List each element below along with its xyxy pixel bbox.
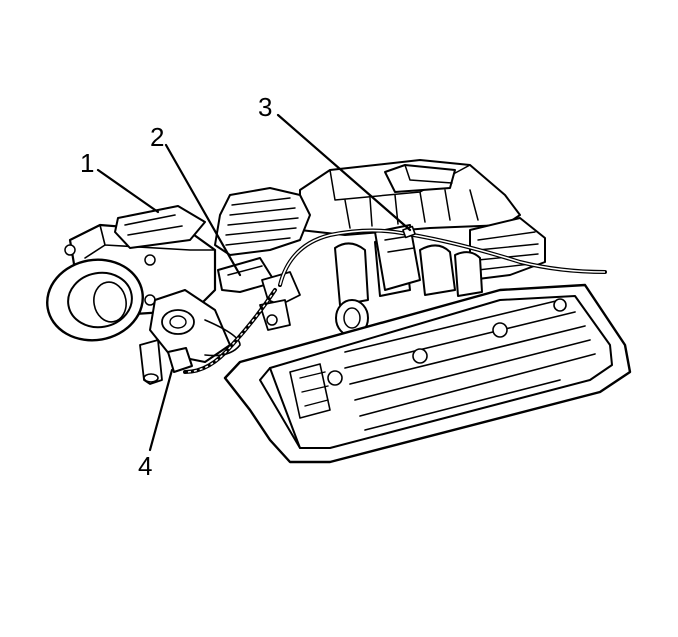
throttle-body: [46, 205, 301, 385]
intake-manifold: [214, 159, 546, 337]
callout-2: 2: [150, 122, 164, 152]
leader-line-2: [164, 143, 242, 277]
wiring-harness: [183, 225, 607, 374]
callouts: 1 2 3 4: [80, 92, 272, 481]
leader-line-3: [276, 113, 412, 232]
leader-lines: [96, 113, 412, 452]
leader-line-1: [96, 168, 160, 214]
leader-line-4: [148, 368, 174, 452]
callout-3: 3: [258, 92, 272, 122]
callout-4: 4: [138, 451, 152, 481]
valve-cover: [223, 283, 632, 464]
callout-1: 1: [80, 148, 94, 178]
